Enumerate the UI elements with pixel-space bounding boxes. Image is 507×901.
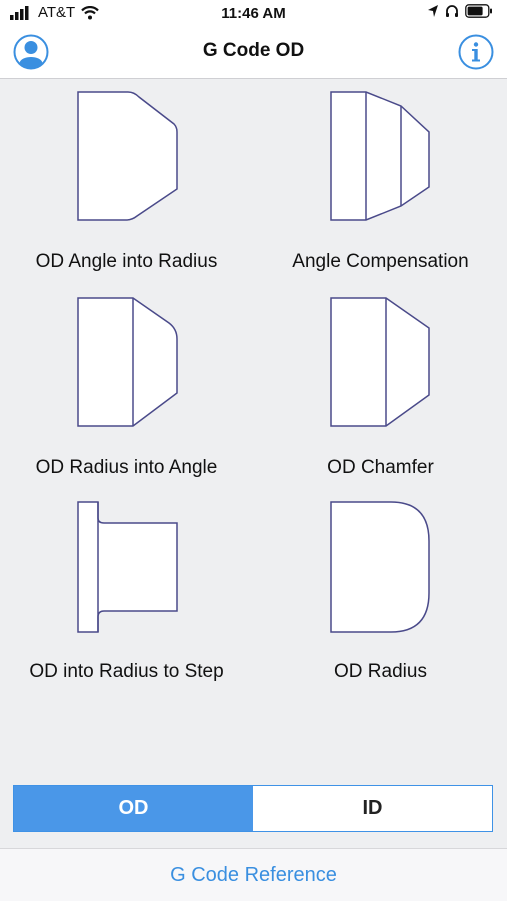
tile-od-radius[interactable]: OD Radius (254, 491, 507, 711)
od-angle-into-radius-diagram (77, 91, 178, 221)
user-profile-icon (13, 34, 49, 70)
bottom-toolbar: G Code Reference (0, 848, 507, 901)
user-profile-button[interactable] (13, 34, 49, 70)
tile-label: OD Angle into Radius (35, 251, 218, 272)
battery-icon (465, 4, 492, 18)
od-into-radius-to-step-diagram (77, 501, 178, 633)
g-code-reference-link[interactable]: G Code Reference (170, 863, 337, 886)
status-bar: AT&T 11:46 AM (0, 0, 507, 28)
page-title: G Code OD (202, 40, 305, 61)
tile-angle-compensation[interactable]: Angle Compensation (254, 79, 507, 284)
od-radius-diagram (330, 501, 430, 633)
segment-od[interactable]: OD (14, 786, 253, 831)
tile-od-angle-into-radius[interactable]: OD Angle into Radius (0, 79, 253, 284)
tile-label: OD Chamfer (327, 457, 434, 478)
status-right (427, 4, 493, 18)
info-button[interactable] (458, 34, 494, 70)
angle-compensation-diagram (330, 91, 430, 221)
tile-label: OD into Radius to Step (29, 661, 224, 682)
tile-label: OD Radius into Angle (35, 457, 218, 478)
tile-od-into-radius-to-step[interactable]: OD into Radius to Step (0, 491, 253, 711)
od-radius-into-angle-diagram (77, 297, 178, 427)
tile-label: OD Radius (334, 661, 427, 682)
carrier-label: AT&T (38, 4, 76, 21)
tile-od-radius-into-angle[interactable]: OD Radius into Angle (0, 285, 253, 490)
info-icon (458, 34, 494, 70)
navigation-bar: G Code OD (0, 28, 507, 79)
od-chamfer-diagram (330, 297, 430, 427)
operation-grid: OD Angle into Radius Angle Compensation … (0, 79, 507, 779)
location-arrow-icon (428, 5, 438, 17)
od-id-segmented-control: OD ID (13, 785, 493, 832)
tile-label: Angle Compensation (292, 251, 469, 272)
status-time: 11:46 AM (221, 5, 286, 22)
signal-icon (10, 5, 29, 20)
wifi-icon (81, 5, 100, 19)
headphones-icon (446, 5, 458, 17)
tile-od-chamfer[interactable]: OD Chamfer (254, 285, 507, 490)
segment-id[interactable]: ID (253, 786, 492, 831)
status-left: AT&T (10, 4, 100, 21)
